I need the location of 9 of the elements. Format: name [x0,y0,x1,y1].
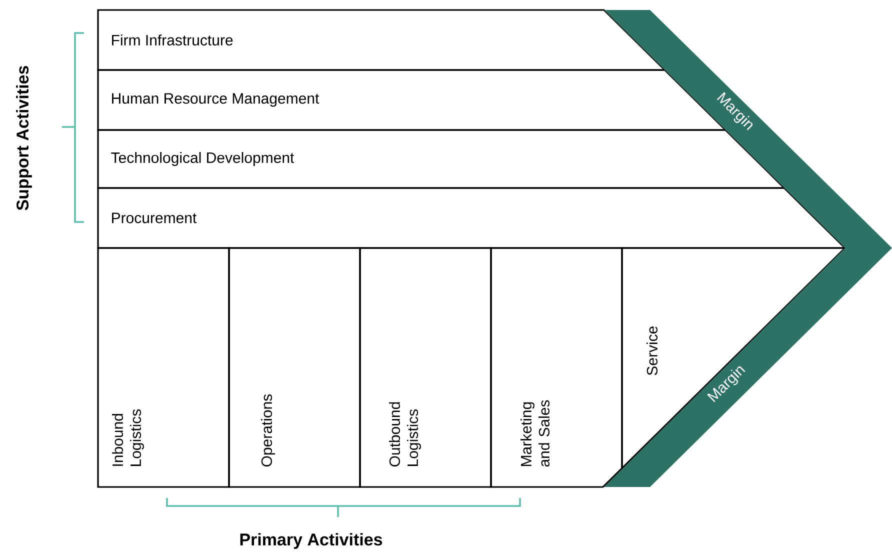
activity-row: Firm Infrastructure [97,9,667,71]
axis-label: Support Activities [16,66,32,210]
activity-column: Marketing and Sales [490,247,623,488]
axis-label: Primary Activities [240,533,382,549]
activity-column: Outbound Logistics [359,247,492,488]
activity-row: Procurement [97,187,847,249]
activity-column: Inbound Logistics [97,247,230,488]
activity-row: Technological Development [97,129,786,189]
activity-column: Operations [228,247,361,488]
